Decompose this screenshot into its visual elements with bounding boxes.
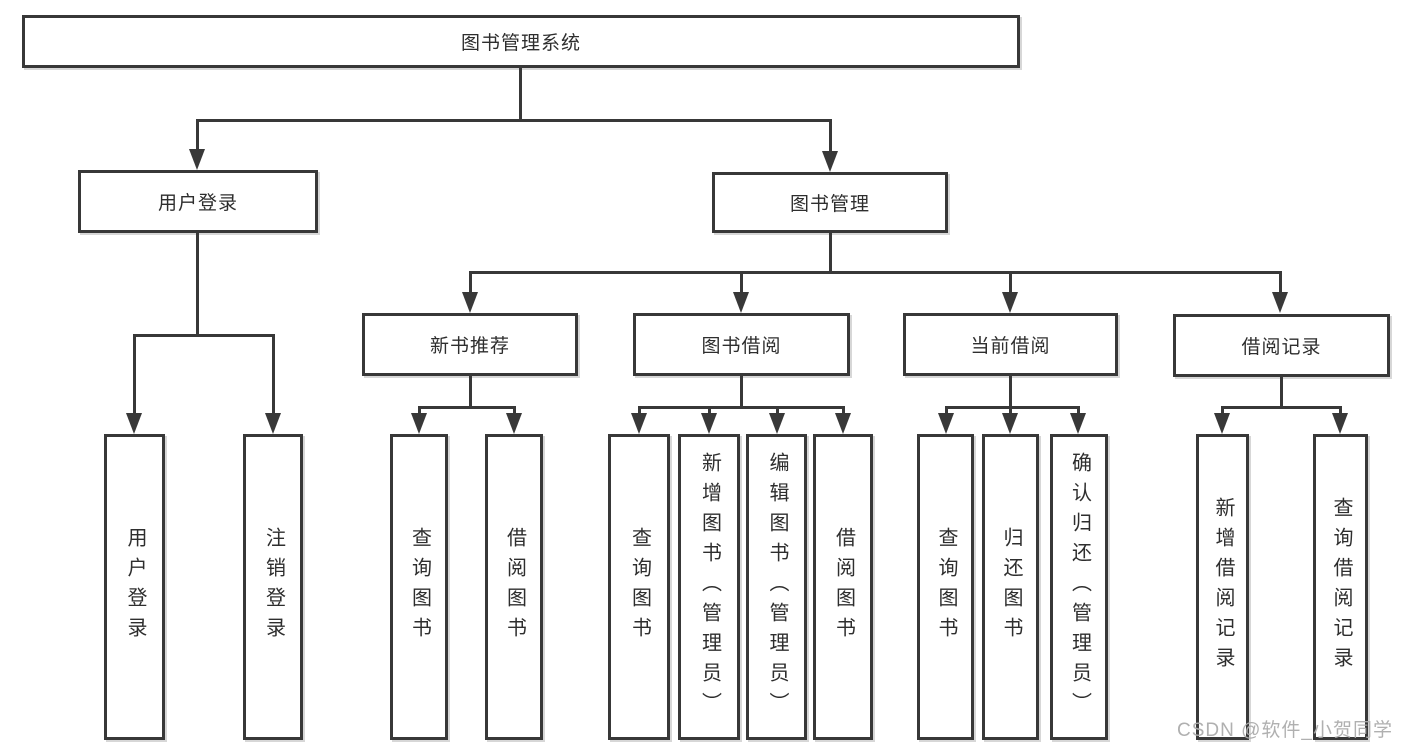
connector-line [469,271,472,294]
arrow-head [411,413,427,434]
arrow-head [462,292,478,313]
arrow-head [1002,413,1018,434]
node-book-borrow: 图书借阅 [633,313,850,376]
connector-line [1009,406,1012,416]
leaf-borrow-borrow-books-label: 借阅图书 [832,527,855,647]
node-book-management: 图书管理 [712,172,948,233]
connector-line [418,406,516,409]
connector-line [469,271,1281,274]
connector-line [1077,406,1080,416]
connector-line [638,406,641,416]
leaf-borrow-query-books-label: 查询图书 [628,527,651,647]
node-current-borrow-label: 当前借阅 [970,336,1051,357]
arrow-head [1002,292,1018,313]
leaf-recommend-borrow-books: 借阅图书 [485,434,543,740]
leaf-borrow-edit-books-admin: 编辑图书（管理员） [746,434,807,740]
arrow-head [733,292,749,313]
leaf-logout: 注销登录 [243,434,303,740]
arrow-head [506,413,522,434]
connector-line [1221,406,1224,416]
connector-line [513,406,516,416]
connector-line [740,376,743,409]
connector-line [708,406,711,416]
connector-line [776,406,779,416]
connector-line [196,119,832,122]
connector-line [1279,271,1282,294]
connector-line [829,233,832,274]
connector-line [1009,376,1012,409]
leaf-recommend-query-books: 查询图书 [390,434,448,740]
connector-line [945,406,948,416]
leaf-user-login: 用户登录 [104,434,165,740]
arrow-head [631,413,647,434]
leaf-borrow-edit-books-admin-label: 编辑图书（管理员） [766,452,788,722]
connector-line [133,334,275,337]
leaf-borrow-add-books-admin-label: 新增图书（管理员） [698,452,721,722]
connector-line [740,271,743,294]
node-borrow-records-label: 借阅记录 [1241,337,1322,358]
leaf-current-return-books-label: 归还图书 [1000,527,1022,647]
leaf-recommend-query-books-label: 查询图书 [408,527,431,647]
connector-line [1280,377,1283,409]
leaf-current-return-books: 归还图书 [982,434,1039,740]
connector-line [418,406,421,416]
watermark-text: CSDN @软件_小贺同学 [1177,720,1393,741]
arrow-head [1332,413,1348,434]
node-borrow-records: 借阅记录 [1173,314,1390,377]
leaf-logout-label: 注销登录 [262,527,285,647]
connector-line [1339,406,1342,416]
arrow-head [189,149,205,170]
leaf-current-query-books-label: 查询图书 [935,527,957,647]
connector-line [1009,271,1012,294]
arrow-head [769,413,785,434]
leaf-records-query-borrow-record: 查询借阅记录 [1313,434,1368,740]
connector-line [829,119,832,153]
leaf-recommend-borrow-books-label: 借阅图书 [503,527,526,647]
node-book-management-label: 图书管理 [789,194,870,215]
connector-line [469,376,472,409]
connector-line [638,406,845,409]
arrow-head [1272,292,1288,313]
leaf-records-add-borrow-record-label: 新增借阅记录 [1212,497,1234,677]
node-current-borrow: 当前借阅 [903,313,1118,376]
node-root: 图书管理系统 [22,15,1020,68]
arrow-head [835,413,851,434]
leaf-borrow-add-books-admin: 新增图书（管理员） [678,434,740,740]
connector-line [945,406,1080,409]
arrow-head [265,413,281,434]
connector-line [133,334,136,414]
leaf-current-query-books: 查询图书 [917,434,974,740]
connector-line [196,233,199,337]
leaf-user-login-label: 用户登录 [124,527,146,647]
arrow-head [1070,413,1086,434]
connector-line [519,66,522,122]
leaf-borrow-query-books: 查询图书 [608,434,670,740]
arrow-head [701,413,717,434]
connector-line [842,406,845,416]
connector-line [272,334,275,414]
leaf-borrow-borrow-books: 借阅图书 [813,434,873,740]
leaf-current-confirm-return-admin-label: 确认归还（管理员） [1068,452,1091,722]
arrow-head [1214,413,1230,434]
node-user-login-label: 用户登录 [157,193,238,214]
leaf-records-add-borrow-record: 新增借阅记录 [1196,434,1249,740]
node-root-label: 图书管理系统 [460,33,581,54]
arrow-head [126,413,142,434]
connector-line [1221,406,1342,409]
arrow-head [822,151,838,172]
leaf-records-query-borrow-record-label: 查询借阅记录 [1330,497,1352,677]
arrow-head [938,413,954,434]
node-book-borrow-label: 图书借阅 [701,336,782,357]
leaf-current-confirm-return-admin: 确认归还（管理员） [1050,434,1108,740]
node-user-login: 用户登录 [78,170,318,233]
node-new-book-recommend: 新书推荐 [362,313,578,376]
node-new-book-recommend-label: 新书推荐 [429,336,510,357]
connector-line [196,119,199,151]
